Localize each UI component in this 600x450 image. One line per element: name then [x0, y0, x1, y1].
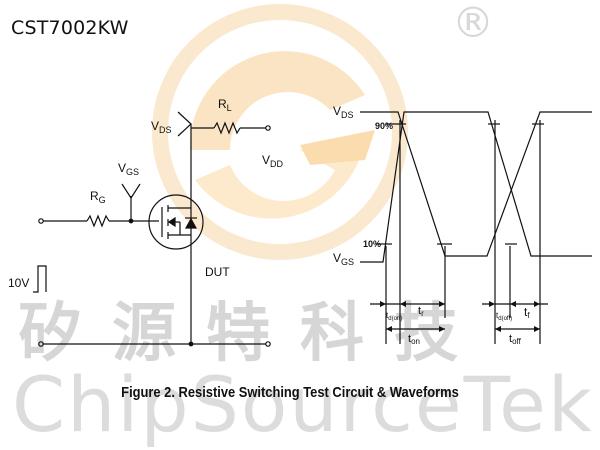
rl-label: RL — [218, 97, 232, 113]
vgs-circuit-label: VGS — [118, 161, 139, 177]
vgs-wave-label: VGS — [333, 251, 354, 267]
mosfet-channel-arrow — [167, 216, 176, 228]
ground-left-terminal — [38, 341, 44, 347]
threshold-10-label: 10% — [363, 239, 381, 249]
vdd-label: VDD — [262, 153, 284, 169]
vgs-probe-arrow — [121, 183, 141, 200]
circuit-labels: VDS RL VDD VGS RG DUT 10V — [8, 97, 284, 290]
td-off-label: td(off) — [496, 311, 512, 322]
toff-label: toff — [509, 333, 522, 346]
pulse-amplitude-label: 10V — [8, 276, 29, 290]
part-number: CST7002KW — [11, 17, 129, 39]
tr-label: tr — [418, 305, 424, 318]
ground-source-node — [188, 341, 194, 347]
td-on-label: td(on) — [386, 311, 402, 322]
tf-label: tf — [524, 305, 530, 320]
mosfet-body — [148, 194, 204, 250]
dut-label: DUT — [205, 265, 230, 279]
body-diode-icon — [184, 217, 198, 229]
rg-label: RG — [90, 189, 106, 205]
gate-input-terminal — [38, 218, 44, 224]
threshold-90-label: 90% — [375, 121, 393, 131]
rg-resistor — [86, 214, 110, 228]
switching-waveforms — [360, 111, 592, 344]
vgs-trace — [360, 111, 592, 263]
watermark-chinese: 矽源特科技 — [18, 296, 488, 371]
rl-resistor — [213, 121, 241, 135]
watermark-english: ChipSourceTek — [12, 360, 594, 449]
vds-label: VDS — [151, 119, 172, 135]
vdd-terminal — [265, 125, 271, 131]
gate-pulse-icon — [33, 265, 47, 293]
registered-mark: ® — [452, 0, 494, 47]
vds-wave-label: VDS — [333, 104, 354, 120]
waveform-labels: VDS VGS 90% 10% td(on) tr ton td(off) tf… — [333, 104, 530, 346]
ground-right-terminal — [265, 341, 271, 347]
vds-arrow — [177, 111, 192, 137]
test-circuit — [33, 111, 271, 347]
vds-trace — [360, 111, 592, 257]
ton-label: ton — [408, 333, 420, 346]
figure-caption: Figure 2. Resistive Switching Test Circu… — [121, 384, 459, 401]
